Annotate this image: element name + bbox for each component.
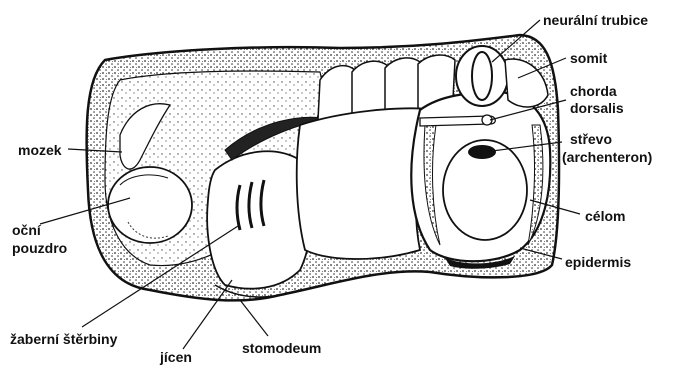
label-eye-line2: pouzdro — [12, 240, 67, 256]
label-eye-line1: oční — [12, 222, 41, 238]
label-brain: mozek — [18, 142, 62, 158]
label-coelom: célom — [585, 208, 625, 224]
label-epidermis: epidermis — [565, 254, 631, 270]
label-pharynx: jícen — [160, 349, 192, 365]
label-somite: somit — [570, 50, 607, 66]
eye-capsule — [108, 167, 192, 243]
gut-lumen — [468, 145, 496, 159]
label-chorda-line1: chorda — [570, 83, 617, 99]
label-chorda-line2: dorsalis — [570, 100, 624, 116]
label-neural-tube: neurální trubice — [543, 12, 648, 28]
pharynx-block — [207, 151, 311, 288]
label-gut-line2: (archenteron) — [562, 149, 652, 165]
label-gut-line1: střevo — [570, 131, 612, 147]
label-stomodeum: stomodeum — [242, 340, 321, 356]
label-gill-slits: žaberní štěrbiny — [10, 331, 117, 347]
